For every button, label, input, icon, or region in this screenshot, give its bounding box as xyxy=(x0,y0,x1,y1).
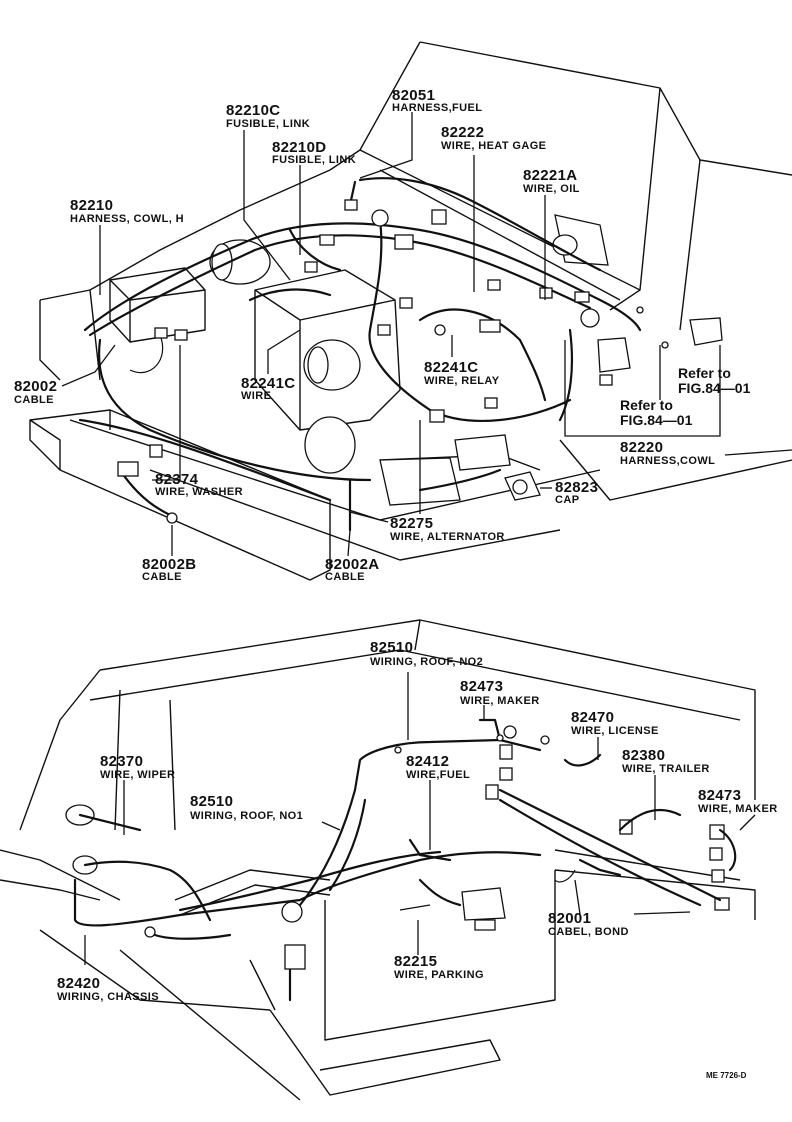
part-number: 82002 xyxy=(14,378,57,395)
callout-82001: 82001 CABEL, BOND xyxy=(548,910,629,938)
reference-line1: Refer to xyxy=(678,365,731,381)
callout-82473-b: 82473 WIRE, MAKER xyxy=(698,787,778,815)
callout-82380: 82380 WIRE, TRAILER xyxy=(622,747,710,775)
part-name: WIRE, ALTERNATOR xyxy=(390,531,505,543)
callout-82241C-relay: 82241C WIRE, RELAY xyxy=(424,359,500,387)
callout-82275: 82275 WIRE, ALTERNATOR xyxy=(390,515,505,543)
part-name: WIRE, TRAILER xyxy=(622,763,710,775)
callout-82002: 82002 CABLE xyxy=(14,378,57,406)
callout-82510-no1: 82510 WIRING, ROOF, NO1 xyxy=(190,793,303,822)
part-number: 82241C xyxy=(424,359,478,376)
callout-82420: 82420 WIRING, CHASSIS xyxy=(57,975,159,1003)
part-name: WIRE, OIL xyxy=(523,183,580,195)
part-number: 82510 xyxy=(370,639,413,656)
part-number: 82210D xyxy=(272,139,326,156)
leader-lines xyxy=(61,112,792,965)
drawing-code: ME 7726-D xyxy=(706,1071,747,1080)
part-name: CABLE xyxy=(142,571,182,583)
part-name: FUSIBLE, LINK xyxy=(226,118,310,130)
part-number: 82210 xyxy=(70,197,113,214)
part-number: 82473 xyxy=(698,787,741,804)
part-name: HARNESS,FUEL xyxy=(392,102,482,114)
reference-fig-84-01-b: Refer to FIG.84—01 xyxy=(620,397,693,428)
reference-fig-84-01-a: Refer to FIG.84—01 xyxy=(678,365,751,396)
callout-82470: 82470 WIRE, LICENSE xyxy=(571,709,659,737)
reference-line2: FIG.84—01 xyxy=(620,412,693,428)
part-number: 82275 xyxy=(390,515,433,532)
callout-82374: 82374 WIRE, WASHER xyxy=(155,471,243,498)
part-name: WIRE, WIPER xyxy=(100,769,175,781)
callout-82051: 82051 HARNESS,FUEL xyxy=(392,87,482,114)
callout-82215: 82215 WIRE, PARKING xyxy=(394,953,484,981)
callout-82210: 82210 HARNESS, COWL, H xyxy=(70,197,184,225)
part-number: 82420 xyxy=(57,975,100,992)
callout-82002A: 82002A CABLE xyxy=(325,556,379,583)
part-number: 82222 xyxy=(441,124,484,141)
part-name: WIRING, CHASSIS xyxy=(57,991,159,1003)
part-number: 82370 xyxy=(100,753,143,770)
part-name: WIRE, MAKER xyxy=(698,803,778,815)
part-number: 82510 xyxy=(190,793,233,810)
part-number: 82002A xyxy=(325,556,379,573)
part-name: WIRE, RELAY xyxy=(424,375,500,387)
callout-82221A: 82221A WIRE, OIL xyxy=(523,167,580,195)
part-number: 82051 xyxy=(392,87,435,104)
part-name: FUSIBLE, LINK xyxy=(272,154,356,166)
part-name: WIRING, ROOF, NO2 xyxy=(370,656,483,668)
callout-82510-no2: 82510 WIRING, ROOF, NO2 xyxy=(370,639,483,668)
part-name: WIRE,FUEL xyxy=(406,769,470,781)
part-number: 82473 xyxy=(460,678,503,695)
part-name: HARNESS,COWL xyxy=(620,455,715,467)
callout-82241C-wire: 82241C WIRE xyxy=(241,375,295,402)
part-number: 82241C xyxy=(241,375,295,392)
reference-line2: FIG.84—01 xyxy=(678,380,751,396)
part-name: WIRE, HEAT GAGE xyxy=(441,140,546,152)
part-number: 82001 xyxy=(548,910,591,927)
part-number: 82470 xyxy=(571,709,614,726)
part-name: CABLE xyxy=(325,571,365,583)
reference-line1: Refer to xyxy=(620,397,673,413)
callout-82210D: 82210D FUSIBLE, LINK xyxy=(272,139,356,166)
part-name: WIRE, WASHER xyxy=(155,486,243,498)
part-name: CAP xyxy=(555,494,579,506)
chassis-illustration xyxy=(0,619,756,1101)
part-number: 82002B xyxy=(142,556,196,573)
part-name: WIRE, MAKER xyxy=(460,695,540,707)
callout-82412: 82412 WIRE,FUEL xyxy=(406,753,470,781)
part-name: HARNESS, COWL, H xyxy=(70,213,184,225)
callout-82370: 82370 WIRE, WIPER xyxy=(100,753,175,781)
part-number: 82220 xyxy=(620,439,663,456)
part-number: 82374 xyxy=(155,471,199,488)
part-name: WIRE, LICENSE xyxy=(571,725,659,737)
callout-82210C: 82210C FUSIBLE, LINK xyxy=(226,102,310,130)
part-number: 82215 xyxy=(394,953,437,970)
part-number: 82823 xyxy=(555,479,598,496)
callout-82002B: 82002B CABLE xyxy=(142,556,196,583)
callout-82473-a: 82473 WIRE, MAKER xyxy=(460,678,540,707)
callout-82823: 82823 CAP xyxy=(555,479,598,506)
part-number: 82221A xyxy=(523,167,577,184)
part-number: 82380 xyxy=(622,747,665,764)
engine-bay-illustration xyxy=(29,41,792,581)
part-name: CABLE xyxy=(14,394,54,406)
callout-82220: 82220 HARNESS,COWL xyxy=(620,439,715,467)
part-number: 82412 xyxy=(406,753,449,770)
callout-82222: 82222 WIRE, HEAT GAGE xyxy=(441,124,546,152)
part-name: WIRING, ROOF, NO1 xyxy=(190,810,303,822)
part-name: WIRE, PARKING xyxy=(394,969,484,981)
part-name: WIRE xyxy=(241,390,271,402)
part-name: CABEL, BOND xyxy=(548,926,629,938)
part-number: 82210C xyxy=(226,102,280,119)
